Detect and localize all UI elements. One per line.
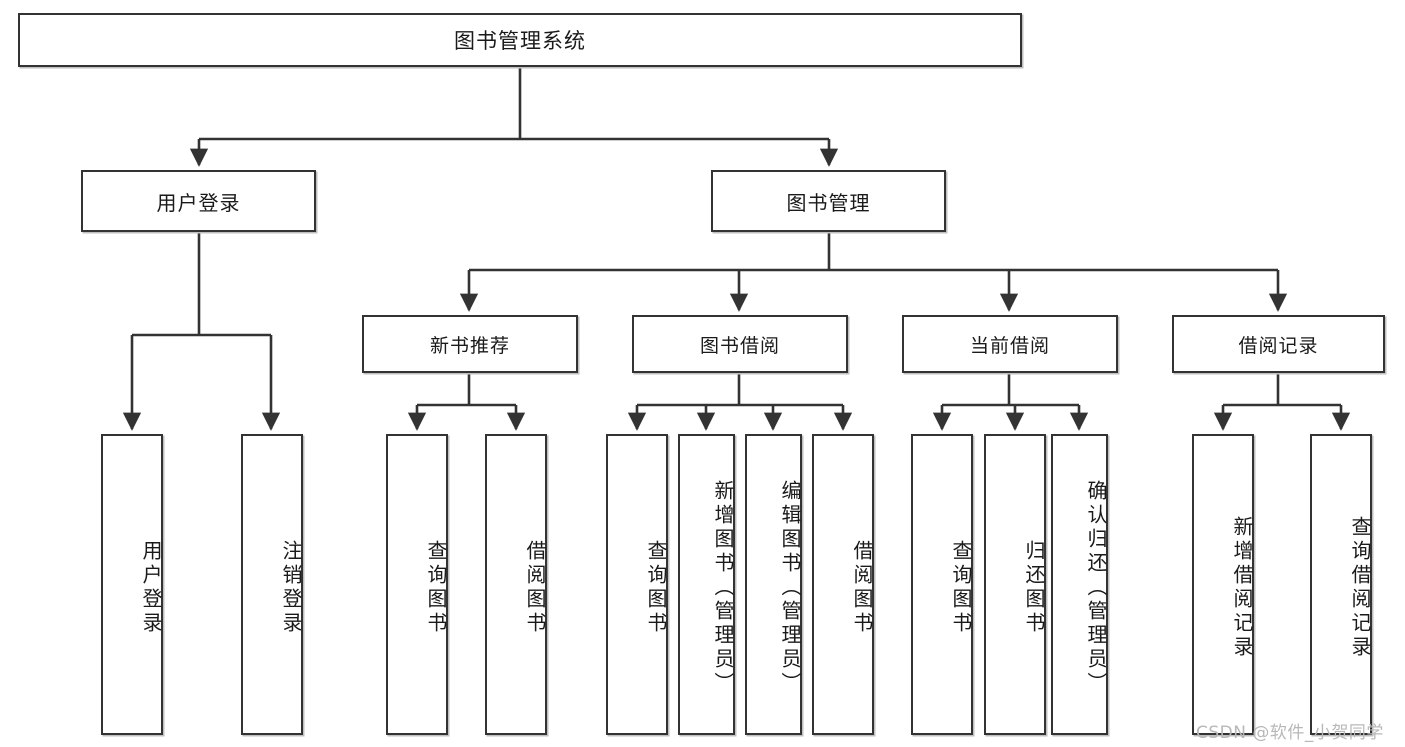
leaf-label: 注销登录 [279, 539, 303, 636]
node-leaf-confirm-return[interactable]: 确认归还（管理员） [1051, 434, 1108, 735]
leaf-label: 借阅图书 [523, 539, 547, 636]
node-leaf-query-book-2[interactable]: 查询图书 [606, 434, 668, 735]
leaf-label: 编辑图书（管理员） [778, 479, 802, 696]
node-leaf-return-book[interactable]: 归还图书 [984, 434, 1046, 735]
node-new-book-rec[interactable]: 新书推荐 [362, 315, 578, 373]
watermark: CSDN @软件_小贺同学 [1196, 723, 1384, 743]
node-root[interactable]: 图书管理系统 [18, 13, 1022, 67]
node-leaf-query-book-3[interactable]: 查询图书 [911, 434, 973, 735]
leaf-label: 借阅图书 [850, 539, 874, 636]
node-leaf-borrow-book-2[interactable]: 借阅图书 [812, 434, 874, 735]
node-book-borrow[interactable]: 图书借阅 [632, 315, 848, 373]
leaf-label: 归还图书 [1022, 539, 1046, 636]
node-current-borrow[interactable]: 当前借阅 [902, 315, 1118, 373]
leaf-label: 查询借阅记录 [1348, 515, 1372, 660]
node-current-borrow-label: 当前借阅 [969, 334, 1050, 357]
node-book-manage[interactable]: 图书管理 [711, 170, 946, 232]
leaf-label: 新增借阅记录 [1230, 515, 1254, 660]
node-leaf-query-book-1[interactable]: 查询图书 [386, 434, 448, 735]
node-leaf-add-record[interactable]: 新增借阅记录 [1192, 434, 1254, 735]
leaf-label: 确认归还（管理员） [1084, 479, 1108, 696]
node-leaf-user-login[interactable]: 用户登录 [101, 434, 163, 735]
node-borrow-record[interactable]: 借阅记录 [1172, 315, 1385, 373]
node-book-borrow-label: 图书借阅 [699, 334, 780, 357]
node-leaf-add-book[interactable]: 新增图书（管理员） [678, 434, 735, 735]
node-book-manage-label: 图书管理 [786, 190, 871, 215]
node-borrow-record-label: 借阅记录 [1238, 334, 1319, 357]
node-leaf-query-record[interactable]: 查询借阅记录 [1310, 434, 1372, 735]
node-leaf-borrow-book-1[interactable]: 借阅图书 [485, 434, 547, 735]
node-user-login-label: 用户登录 [156, 190, 241, 215]
node-leaf-edit-book[interactable]: 编辑图书（管理员） [745, 434, 802, 735]
leaf-label: 新增图书（管理员） [711, 479, 735, 696]
leaf-label: 查询图书 [644, 539, 668, 636]
leaf-label: 查询图书 [949, 539, 973, 636]
node-new-book-rec-label: 新书推荐 [429, 334, 510, 357]
leaf-label: 用户登录 [139, 539, 163, 636]
node-user-login[interactable]: 用户登录 [81, 170, 316, 232]
leaf-label: 查询图书 [424, 539, 448, 636]
node-leaf-user-logout[interactable]: 注销登录 [241, 434, 303, 735]
node-root-label: 图书管理系统 [454, 29, 586, 53]
